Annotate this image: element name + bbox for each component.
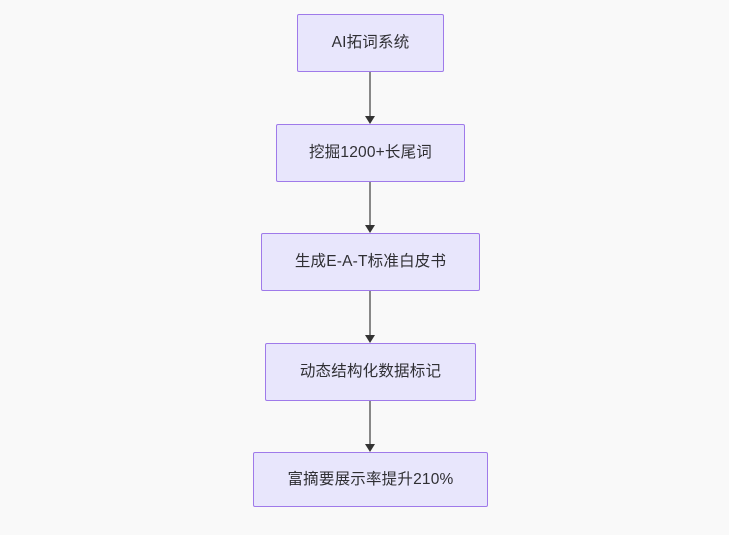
flow-node-label: AI拓词系统 [331, 34, 410, 52]
flow-node-label: 富摘要展示率提升210% [287, 470, 454, 488]
flow-node-ai-keyword-system[interactable]: AI拓词系统 [297, 14, 444, 72]
flow-node-label: 生成E-A-T标准白皮书 [294, 253, 447, 271]
edge-line [368, 72, 372, 117]
arrow-down-icon [364, 225, 375, 233]
edge-line [368, 182, 372, 226]
arrow-down-icon [364, 335, 375, 343]
arrow-down-icon [364, 116, 375, 124]
flow-node-longtail-keywords[interactable]: 挖掘1200+长尾词 [276, 124, 465, 182]
flow-node-structured-data-markup[interactable]: 动态结构化数据标记 [265, 343, 476, 401]
flow-node-label: 挖掘1200+长尾词 [308, 144, 433, 162]
arrow-down-icon [364, 444, 375, 452]
edge-line [368, 401, 372, 445]
flow-node-eat-whitepaper[interactable]: 生成E-A-T标准白皮书 [261, 233, 480, 291]
flow-node-label: 动态结构化数据标记 [299, 363, 442, 381]
edge-line [368, 291, 372, 336]
flow-node-rich-snippet-result[interactable]: 富摘要展示率提升210% [253, 452, 488, 507]
